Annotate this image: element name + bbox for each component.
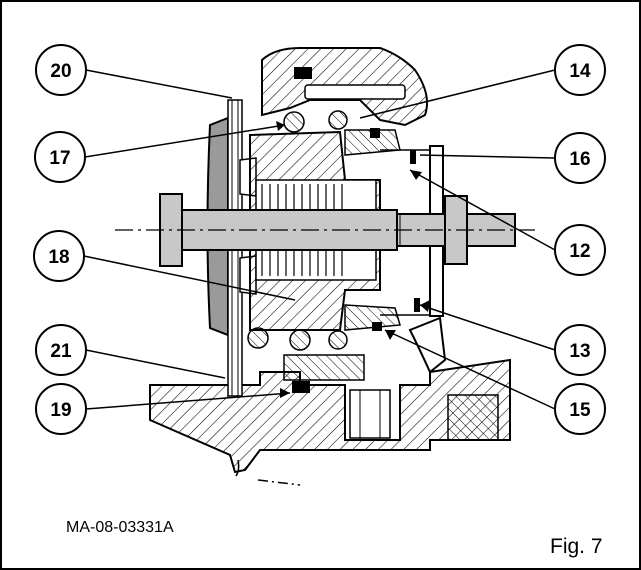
callout-14-label: 14 [569, 61, 591, 82]
callout-13: 13 [554, 324, 606, 376]
callout-18: 18 [33, 230, 85, 282]
callout-16-label: 16 [569, 149, 590, 170]
callout-20: 20 [35, 44, 87, 96]
leader-lines [83, 69, 556, 410]
lower-shoe [283, 354, 365, 393]
callout-17: 17 [34, 131, 86, 183]
callout-18-label: 18 [48, 247, 69, 268]
callout-20-label: 20 [50, 61, 71, 82]
callout-15: 15 [554, 383, 606, 435]
callout-16: 16 [554, 132, 606, 184]
callout-19-label: 19 [50, 400, 71, 421]
callout-15-label: 15 [569, 400, 591, 421]
upper-housing [261, 47, 428, 127]
springs [247, 110, 348, 351]
callout-12: 12 [554, 224, 606, 276]
callout-14: 14 [554, 44, 606, 96]
callout-12-label: 12 [569, 241, 590, 262]
callout-21: 21 [35, 324, 87, 376]
callout-19: 19 [35, 383, 87, 435]
figure-caption: Fig. 7 [550, 535, 603, 558]
callout-21-label: 21 [50, 341, 72, 362]
arrow-12 [410, 170, 422, 180]
arrow-15 [385, 330, 396, 340]
callout-17-label: 17 [49, 148, 70, 169]
arrow-13 [420, 300, 430, 312]
arrow-17 [276, 121, 285, 131]
drawing-reference: MA-08-03331A [66, 519, 174, 536]
callout-13-label: 13 [569, 341, 590, 362]
arrow-19 [280, 388, 290, 398]
